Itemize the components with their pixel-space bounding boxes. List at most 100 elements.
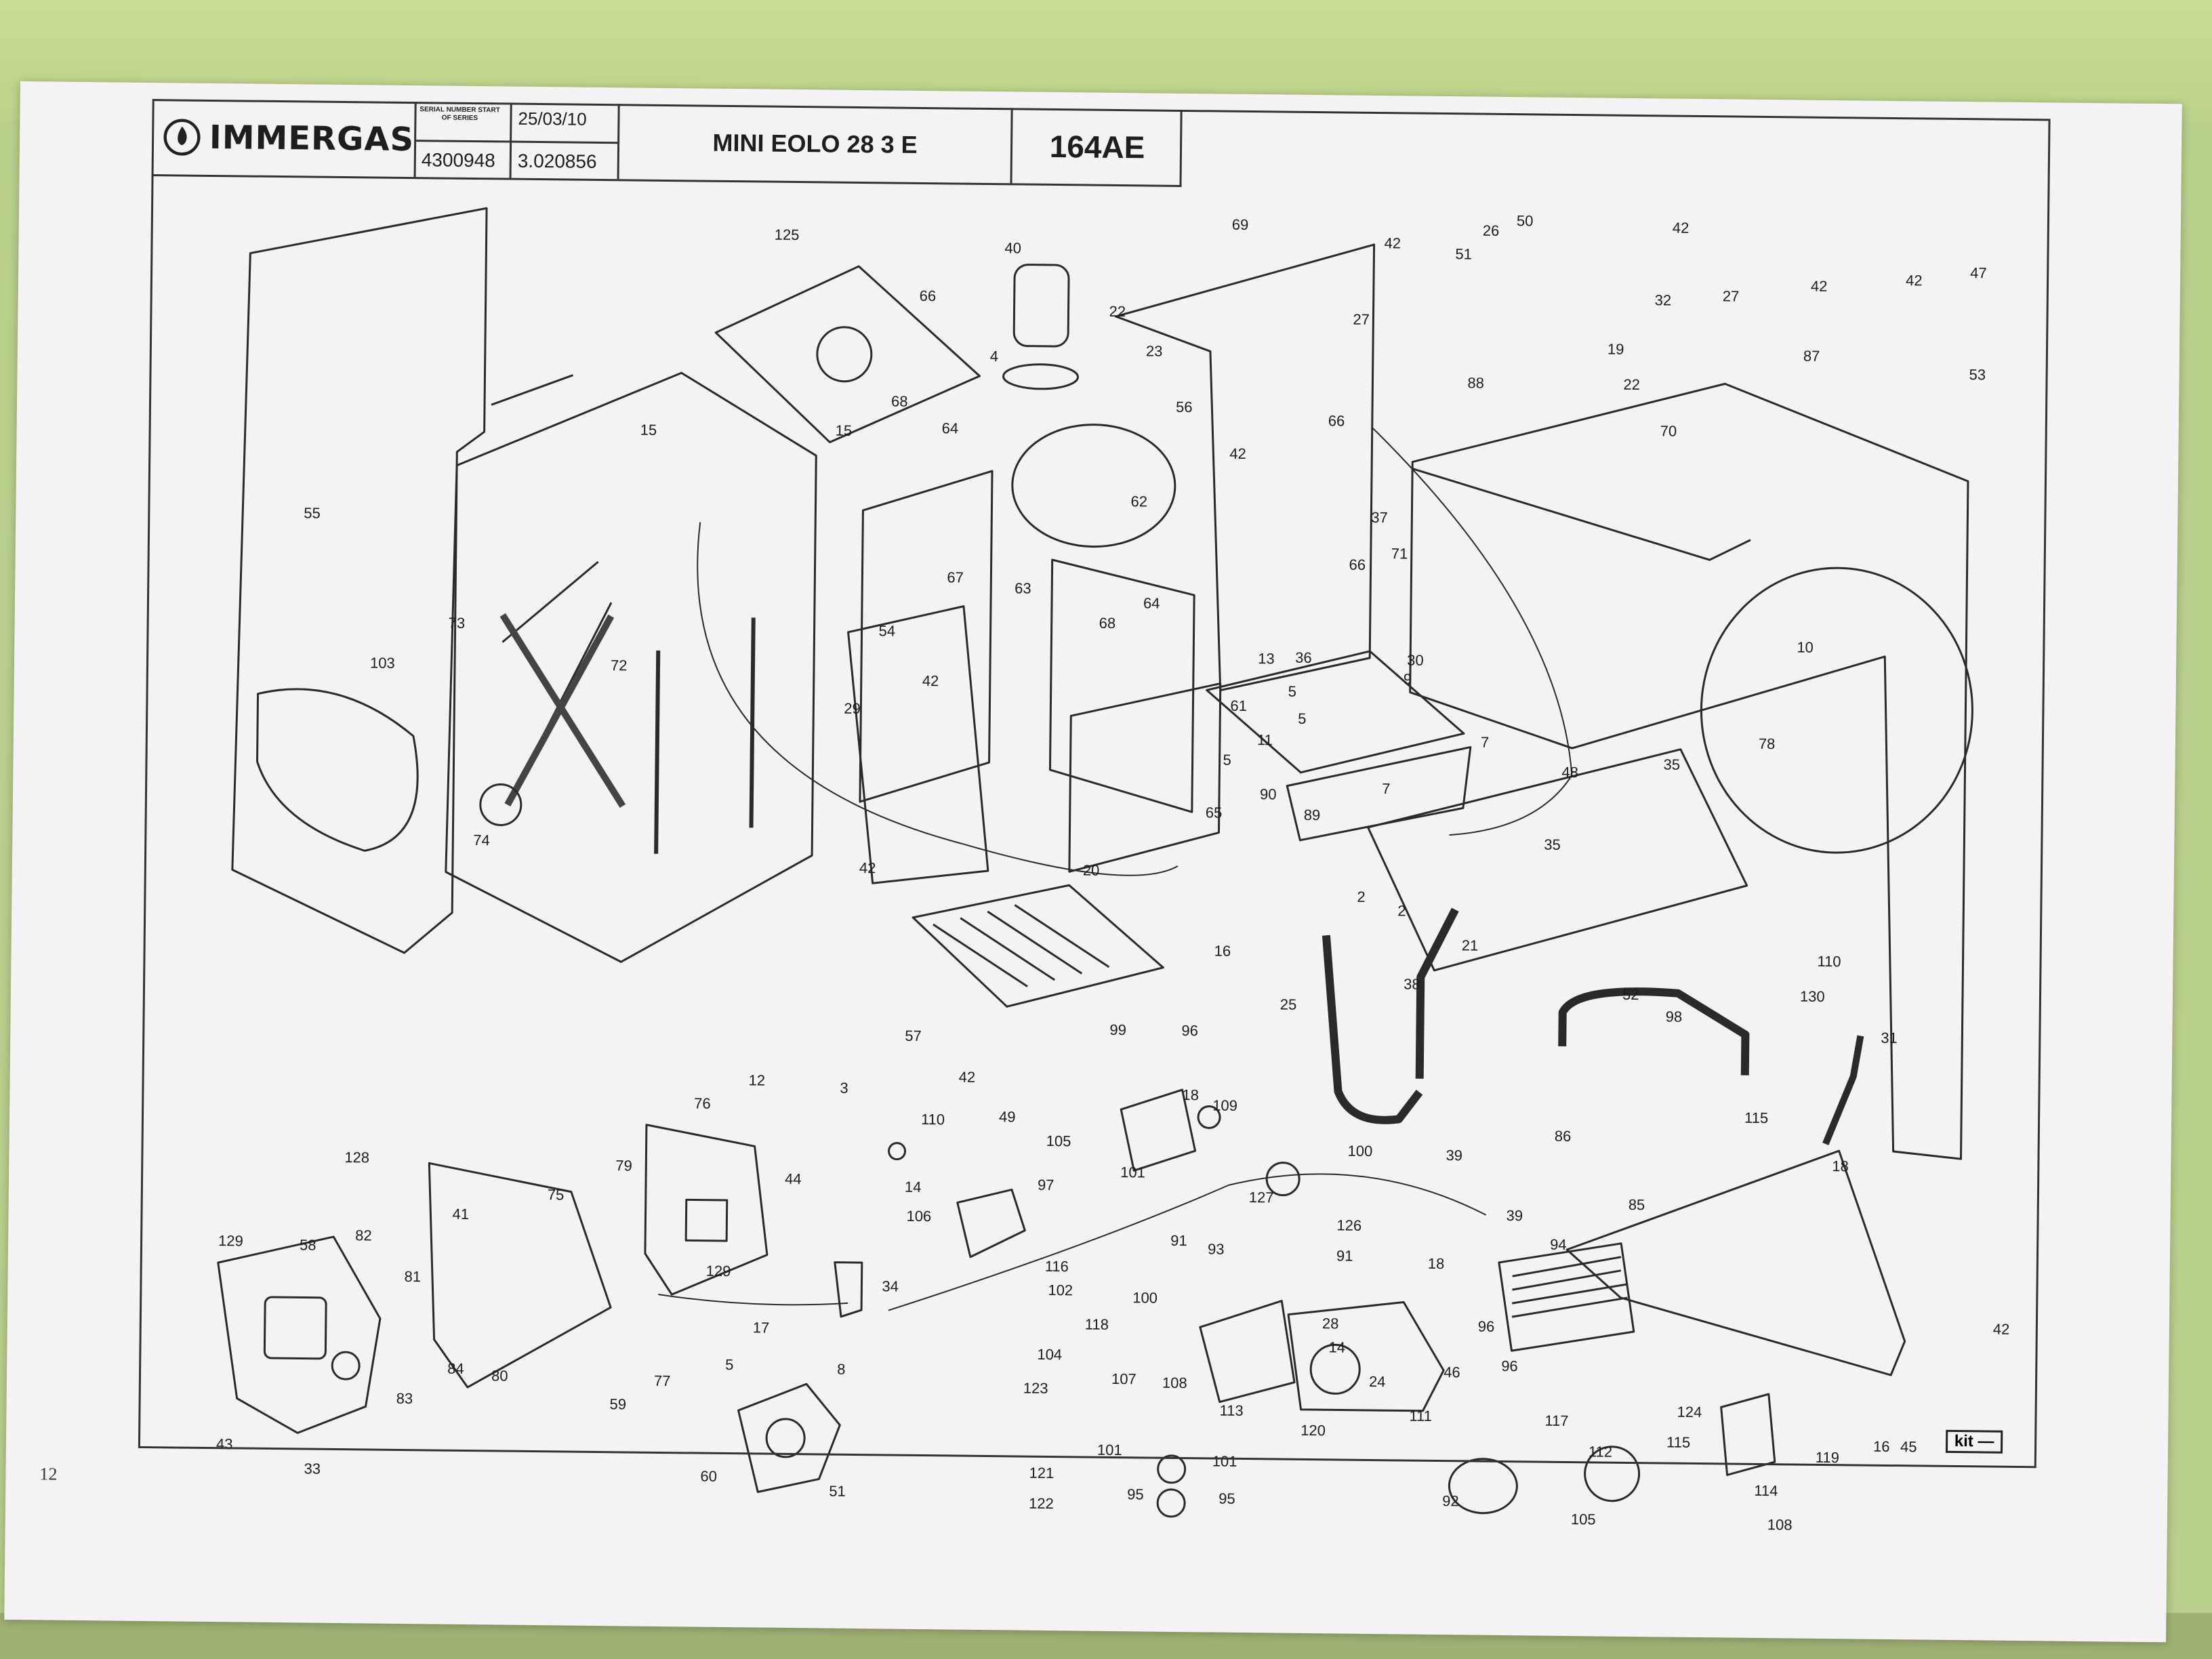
callout: 8: [837, 1361, 846, 1378]
callout: 42: [859, 859, 876, 876]
callout: 100: [1132, 1289, 1158, 1306]
callout: 122: [1029, 1495, 1054, 1512]
callout: 91: [1170, 1232, 1187, 1249]
brand-name: IMMERGAS: [209, 118, 415, 159]
callout: 112: [1589, 1443, 1612, 1460]
callout: 51: [829, 1483, 846, 1500]
callout: 107: [1111, 1370, 1136, 1387]
callout: 74: [473, 832, 490, 848]
callout: 67: [947, 569, 964, 586]
callout: 35: [1663, 756, 1680, 773]
callout: 39: [1506, 1207, 1523, 1224]
callout: 127: [1249, 1189, 1274, 1206]
callout: 71: [1391, 545, 1408, 562]
callout: 47: [1970, 264, 1987, 281]
callout: 51: [1455, 245, 1472, 262]
callout: 2: [1397, 902, 1406, 919]
callout: 76: [694, 1094, 711, 1111]
callout: 95: [1127, 1486, 1144, 1502]
title-block: IMMERGAS SERIAL NUMBER START OF SERIES 2…: [151, 99, 1183, 187]
callout: 101: [1212, 1453, 1237, 1470]
callout: 96: [1181, 1022, 1198, 1039]
callout: 14: [905, 1179, 922, 1195]
drawing-frame: [138, 99, 2051, 1469]
callout: 39: [1446, 1147, 1462, 1164]
heat-exchanger: [912, 884, 1164, 1008]
callout: 31: [1881, 1029, 1898, 1046]
callout: 7: [1382, 780, 1391, 797]
callout: 27: [1353, 311, 1370, 328]
callout: 40: [1004, 239, 1021, 256]
kit-label: kit: [1954, 1431, 1973, 1451]
callout: 88: [1467, 374, 1484, 391]
callout: 42: [959, 1069, 976, 1086]
callout: 5: [725, 1356, 734, 1373]
callout: 22: [1109, 303, 1126, 320]
serial-date: 25/03/10: [518, 108, 587, 129]
callout: 60: [700, 1468, 717, 1485]
callout: 86: [1555, 1128, 1572, 1145]
callout: 11: [1257, 731, 1273, 748]
callout: 95: [1218, 1490, 1235, 1507]
callout: 118: [1085, 1316, 1109, 1333]
callout: 42: [922, 672, 939, 689]
serial-number: 4300948: [421, 149, 495, 171]
callout: 54: [878, 622, 895, 639]
callout: 79: [615, 1157, 632, 1174]
callout: 130: [1800, 988, 1825, 1005]
callout: 26: [1483, 222, 1500, 239]
callout: 120: [1300, 1422, 1326, 1439]
callout: 96: [1478, 1318, 1495, 1335]
callout: 77: [654, 1372, 671, 1389]
callout: 111: [1409, 1408, 1432, 1425]
callout: 42: [1811, 278, 1828, 295]
callout: 116: [1045, 1258, 1069, 1275]
expansion-vessel: [1700, 567, 1973, 854]
callout: 90: [1260, 785, 1277, 802]
callout: 27: [1723, 287, 1740, 304]
callout: 58: [300, 1236, 316, 1253]
callout: 104: [1037, 1346, 1062, 1363]
callout: 119: [1816, 1449, 1839, 1466]
callout: 43: [216, 1435, 233, 1452]
paper-sheet: 125 40 22 69 42 51 26 50 42 47 42 66 4 2…: [4, 81, 2182, 1643]
callout: 124: [1677, 1404, 1702, 1420]
callout: 85: [1629, 1196, 1645, 1213]
callout: 110: [1817, 953, 1841, 970]
fan-assembly: [1011, 424, 1176, 548]
callout: 66: [1328, 412, 1345, 429]
callout: 92: [1442, 1492, 1459, 1509]
callout: 106: [906, 1208, 931, 1225]
callout: 38: [1404, 975, 1420, 992]
callout: 80: [491, 1367, 508, 1384]
callout: 5: [1288, 683, 1297, 700]
callout: 17: [753, 1319, 770, 1336]
callout: 57: [905, 1027, 922, 1044]
callout: 108: [1767, 1516, 1793, 1533]
brand-logo: IMMERGAS: [151, 99, 417, 178]
callout: 30: [1407, 651, 1424, 668]
callout: 59: [609, 1395, 626, 1412]
callout: 61: [1230, 697, 1247, 714]
callout: 110: [921, 1111, 945, 1128]
chamber-back-panel: [859, 470, 994, 803]
callout: 9: [1404, 670, 1412, 687]
callout: 68: [891, 392, 908, 409]
bottom-frame: [1367, 748, 1748, 972]
circulator-pump: [1287, 1300, 1445, 1412]
callout: 35: [1544, 836, 1561, 853]
callout: 32: [1655, 291, 1672, 308]
callout: 53: [1969, 366, 1986, 383]
drawing-code: 164AE: [1049, 128, 1145, 165]
callout: 48: [1561, 764, 1578, 781]
callout: 2: [1357, 888, 1366, 905]
hydraulic-group: [1199, 1300, 1296, 1404]
callout: 50: [1517, 212, 1534, 229]
serial-label: SERIAL NUMBER START OF SERIES: [419, 106, 500, 123]
callout: 128: [344, 1149, 369, 1166]
exploded-view-drawing: 125 40 22 69 42 51 26 50 42 47 42 66 4 2…: [216, 207, 2009, 1533]
callout: 52: [1622, 986, 1639, 1003]
flame-logo-icon: [163, 118, 201, 156]
callout: 84: [447, 1360, 464, 1377]
callout: 44: [785, 1170, 802, 1187]
